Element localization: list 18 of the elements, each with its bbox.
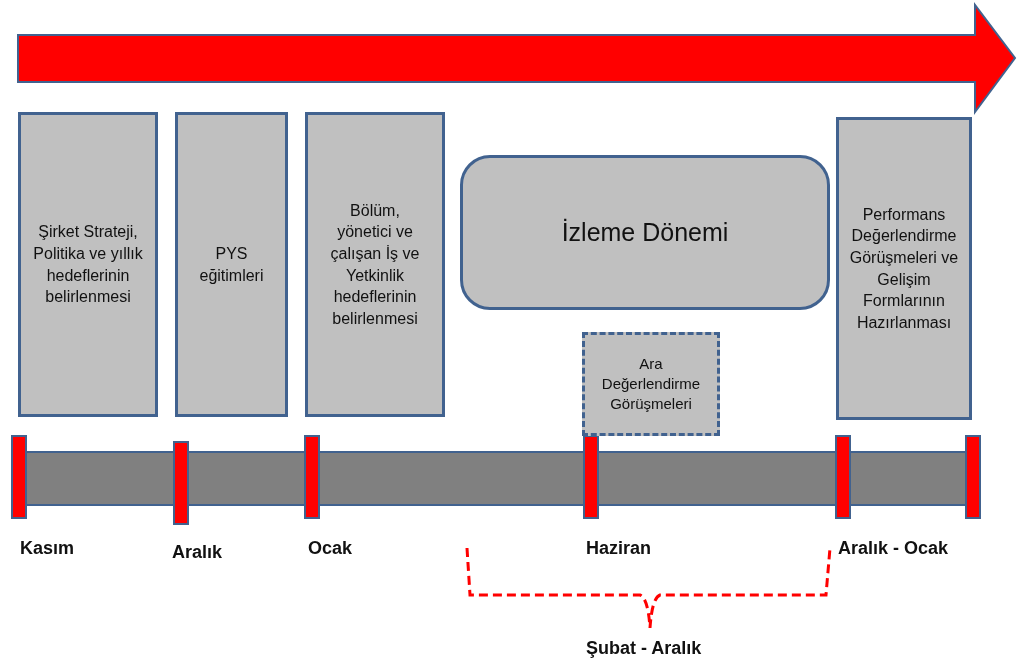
date-label: Kasım <box>20 538 75 559</box>
process-box <box>175 112 288 417</box>
process-box <box>18 112 158 417</box>
box-text: İzleme Dönemi <box>561 216 729 248</box>
box-text: PYS eğitimleri <box>198 243 265 286</box>
box-text: Bölüm, yönetici ve çalışan İş ve Yetkinlik hedeflerinin belirlenmesi <box>329 200 421 329</box>
box-text: Performans Değerlendirme Görüşmeleri ve Gelişim Formlarının Hazırlanması <box>849 204 959 333</box>
date-label: Ocak <box>308 538 353 559</box>
date-label: Aralık <box>172 542 223 563</box>
date-label: Aralık - Ocak <box>838 538 949 559</box>
period-box <box>460 155 830 310</box>
date-label: Haziran <box>586 538 652 559</box>
process-box <box>305 112 445 417</box>
interim-box <box>582 332 720 436</box>
box-text: Şirket Strateji, Politika ve yıllık hedeflerinin belirlenmesi <box>32 222 144 308</box>
box-text: Ara Değerlendirme Görüşmeleri <box>600 353 702 415</box>
period-label: Şubat - Aralık <box>586 638 702 659</box>
process-box <box>836 117 972 420</box>
